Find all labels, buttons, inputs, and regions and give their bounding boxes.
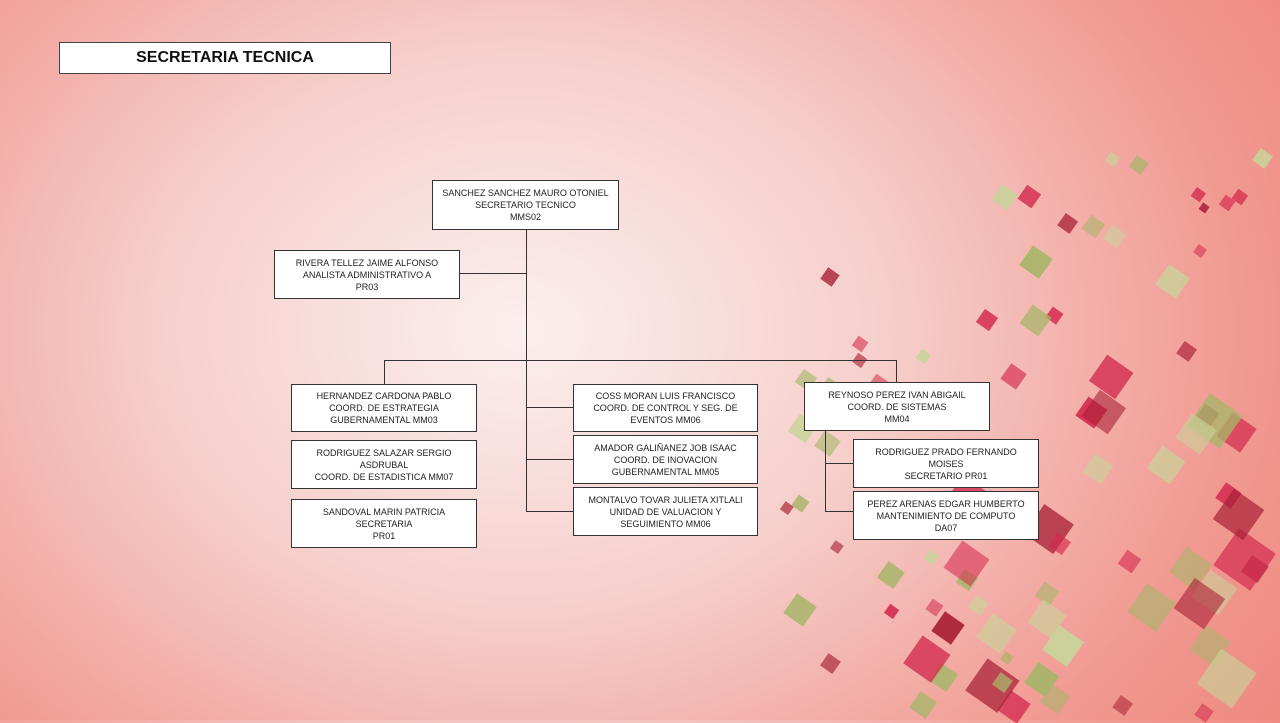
node-code: EVENTOS MM06 [630,415,701,425]
connector [825,430,826,511]
node-title: MANTENIMIENTO DE COMPUTO [876,510,1016,521]
decorative-square [1252,148,1274,170]
decorative-square [783,593,818,627]
node-name: RODRIGUEZ PRADO FERNANDO [875,446,1017,457]
decorative-square [1082,453,1114,485]
decorative-square [1105,152,1121,168]
connector [384,360,385,384]
decorative-square [1193,702,1214,723]
decorative-square [1000,651,1014,665]
node-name: HERNANDEZ CARDONA PABLO [316,391,452,401]
decorative-square [968,595,990,617]
org-node-perez: PEREZ ARENAS EDGAR HUMBERTO MANTENIMIENT… [853,491,1039,540]
decorative-square [1082,214,1106,238]
decorative-square [1193,244,1208,259]
node-title: SECRETARIA [355,518,413,529]
decorative-square [814,430,841,457]
decorative-square [830,539,844,554]
org-node-root: SANCHEZ SANCHEZ MAURO OTONIEL SECRETARIO… [432,180,619,230]
decorative-square [1103,224,1127,248]
node-code: PR03 [355,281,379,292]
node-name: PEREZ ARENAS EDGAR HUMBERTO [867,498,1025,509]
org-node-rodriguez-prado: RODRIGUEZ PRADO FERNANDO MOISES SECRETAR… [853,439,1039,488]
connector [459,273,526,274]
node-code: MM04 [884,413,910,424]
org-node-montalvo: MONTALVO TOVAR JULIETA XITLALI UNIDAD DE… [573,487,758,536]
decorative-square [1088,354,1135,401]
decorative-square [943,540,990,587]
decorative-square [1175,341,1197,363]
decorative-square [820,267,840,287]
decorative-square [999,362,1027,390]
node-name: SANCHEZ SANCHEZ MAURO OTONIEL [442,188,609,198]
decorative-square [925,598,944,617]
decorative-square [1018,245,1053,279]
node-title: COORD. DE SISTEMAS [847,401,947,412]
node-title: SECRETARIO TECNICO [475,200,576,210]
decorative-square [976,613,1017,654]
decorative-square [915,348,931,364]
decorative-square [924,549,939,565]
decorative-square [851,335,869,353]
connector [825,463,853,464]
connector [526,229,527,512]
node-name: COSS MORAN LUIS FRANCISCO [595,391,736,401]
decorative-square [1146,445,1186,485]
decorative-square [1127,583,1177,633]
decorative-square [1190,187,1206,202]
node-code: COORD. DE ESTADISTICA MM07 [314,471,454,482]
org-node-amador: AMADOR GALIÑANEZ JOB ISAAC COORD. DE INO… [573,435,758,484]
node-title: MOISES [928,458,964,469]
node-code: SEGUIMIENTO MM06 [620,518,711,529]
node-name: RODRIGUEZ SALAZAR SERGIO [316,447,452,458]
decorative-square [1112,694,1134,716]
page-title: SECRETARIA TECNICA [59,42,391,74]
decorative-square [931,610,965,645]
connector [896,360,897,382]
decorative-square [1129,155,1149,175]
node-code: SECRETARIO PR01 [904,470,988,481]
org-node-coss: COSS MORAN LUIS FRANCISCO COORD. DE CONT… [573,384,758,432]
node-code: GUBERNAMENTAL MM03 [330,415,438,425]
decorative-square [909,691,938,720]
org-node-rivera: RIVERA TELLEZ JAIME ALFONSO ANALISTA ADM… [274,250,460,299]
node-title: COORD. DE CONTROL Y SEG. DE [593,403,738,413]
decorative-square [820,653,841,675]
org-node-hernandez: HERNANDEZ CARDONA PABLO COORD. DE ESTRAT… [291,384,477,432]
node-title: ASDRUBAL [359,459,409,470]
decorative-square [1198,201,1211,214]
node-name: REYNOSO PEREZ IVAN ABIGAIL [828,389,966,400]
connector [526,459,573,460]
node-title: ANALISTA ADMINISTRATIVO A [302,269,432,280]
decorative-square [991,184,1019,212]
node-code: DA07 [934,522,958,533]
decorative-square [1057,212,1079,235]
org-node-sandoval: SANDOVAL MARIN PATRICIA SECRETARIA PR01 [291,499,477,548]
decorative-square [1018,184,1042,208]
decorative-square [876,561,905,589]
node-code: GUBERNAMENTAL MM05 [611,466,720,477]
node-title: UNIDAD DE VALUACION Y [609,506,722,517]
org-node-reynoso: REYNOSO PEREZ IVAN ABIGAIL COORD. DE SIS… [804,382,990,431]
decorative-square [975,308,998,331]
connector [384,360,897,361]
decorative-square [883,603,900,620]
node-name: SANDOVAL MARIN PATRICIA [322,506,446,517]
node-title: COORD. DE INOVACION [613,454,718,465]
decorative-square [1155,264,1191,299]
decorative-square [852,353,868,369]
node-name: AMADOR GALIÑANEZ JOB ISAAC [594,442,737,453]
node-code: PR01 [372,530,396,541]
connector [526,511,573,512]
decorative-square [1117,549,1142,574]
decorative-square [791,494,810,513]
node-name: MONTALVO TOVAR JULIETA XITLALI [588,494,743,505]
node-code: MMS02 [509,212,541,222]
connector [526,407,573,408]
node-title: COORD. DE ESTRATEGIA [329,403,439,413]
node-name: RIVERA TELLEZ JAIME ALFONSO [295,257,439,268]
org-node-rodriguez-salazar: RODRIGUEZ SALAZAR SERGIO ASDRUBAL COORD.… [291,440,477,489]
decorative-square [1019,304,1052,338]
connector [825,511,853,512]
